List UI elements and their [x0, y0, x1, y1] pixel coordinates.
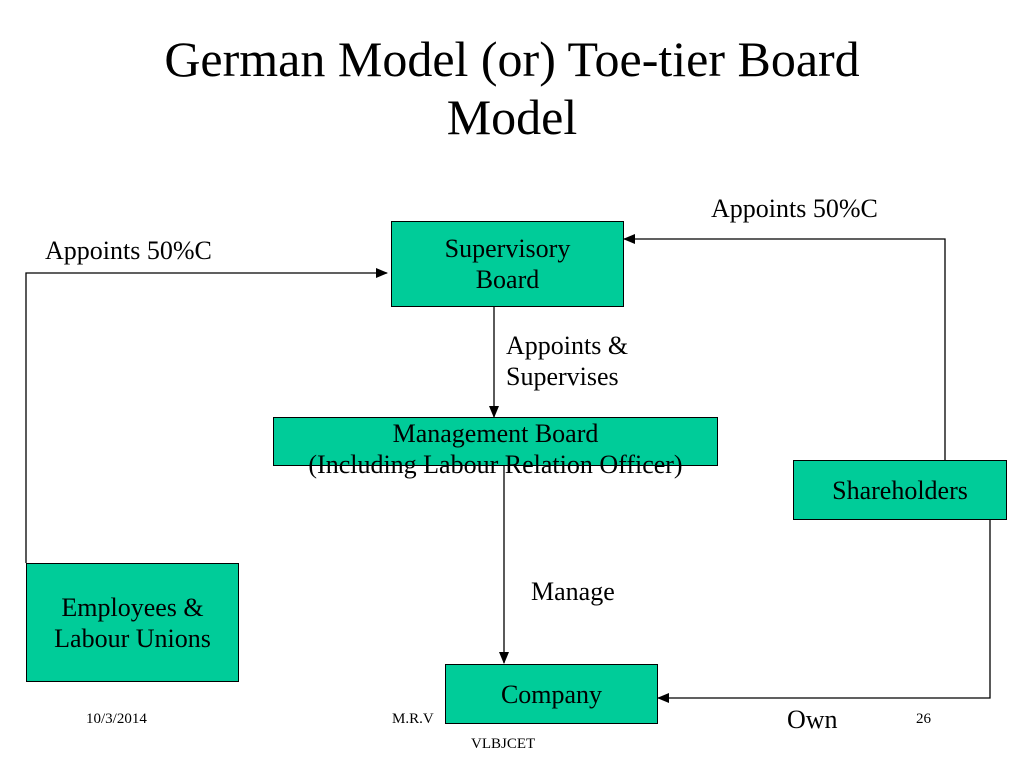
supervisory-board-line-2: Board [475, 265, 540, 294]
slide-title-line-1: German Model (or) Toe-tier Board [164, 31, 860, 87]
slide-title: German Model (or) Toe-tier Board Model [0, 30, 1024, 146]
appoints-supervises-line-1: Appoints & [506, 331, 629, 360]
slide-title-line-2: Model [446, 89, 578, 145]
footer-author: M.R.V [392, 711, 434, 727]
company-box: Company [445, 664, 658, 724]
management-board-box: Management Board (Including Labour Relat… [273, 417, 718, 479]
own-label: Own [787, 705, 838, 734]
management-board-line-2: (Including Labour Relation Officer) [308, 450, 683, 479]
appoints-supervises-label: Appoints & Supervises [506, 330, 628, 392]
supervisory-board-box: Supervisory Board [391, 221, 624, 307]
footer-page-number: 26 [916, 711, 931, 727]
appoints-left-label: Appoints 50%C [45, 236, 212, 265]
management-board-line-1: Management Board [392, 419, 599, 448]
employees-to-supervisory-arrow [25, 268, 388, 563]
supervisory-board-line-1: Supervisory [444, 234, 571, 263]
employees-line-1: Employees & [61, 592, 204, 622]
employees-labour-unions-box: Employees & Labour Unions [26, 563, 239, 682]
footer-institution: VLBJCET [471, 736, 536, 752]
manage-label: Manage [531, 577, 615, 606]
appoints-right-label: Appoints 50%C [711, 194, 878, 223]
appoints-supervises-line-2: Supervises [506, 362, 619, 391]
company-label: Company [500, 679, 603, 709]
shareholders-label: Shareholders [832, 475, 968, 505]
shareholders-to-supervisory-arrow [623, 234, 946, 460]
shareholders-own-company-arrow [657, 520, 991, 703]
footer-date: 10/3/2014 [86, 711, 147, 727]
shareholders-box: Shareholders [793, 460, 1007, 520]
employees-line-2: Labour Unions [54, 623, 211, 653]
